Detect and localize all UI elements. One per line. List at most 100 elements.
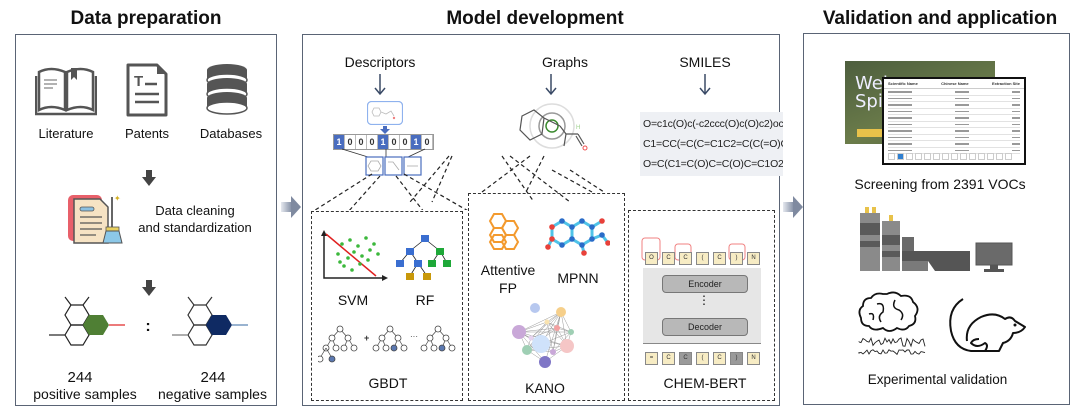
kano-node (539, 356, 551, 368)
model-label-attentive-fp-line2: FP (499, 280, 517, 296)
table-row (888, 102, 1020, 109)
fingerprint-bit: 0 (356, 135, 367, 149)
section-title-data-preparation: Data preparation (70, 8, 222, 29)
svg-text:✦: ✦ (114, 194, 121, 203)
decoder-block: Decoder (662, 318, 748, 336)
svm-point (356, 244, 360, 248)
graph-models-box (468, 193, 625, 401)
kano-node (532, 335, 550, 353)
token: ) (730, 352, 743, 365)
database-icon (206, 64, 248, 115)
gbdt-node (400, 344, 408, 352)
source-label-databases: Databases (199, 126, 263, 141)
svm-point (368, 248, 372, 252)
gbdt-node (336, 325, 344, 333)
data-cleaning-icon: ✦ (68, 194, 123, 244)
website-button (857, 129, 887, 137)
token: N (747, 252, 760, 265)
dashed-connectors (314, 155, 605, 210)
cleaning-label-line2: and standardization (138, 220, 252, 235)
table-row (888, 128, 1020, 135)
model-label-mpnn: MPNN (557, 270, 599, 286)
section-title-model-development: Model development (446, 8, 624, 29)
positive-count: 244 (67, 369, 93, 386)
gbdt-node (382, 344, 390, 352)
pagination-item (906, 153, 913, 160)
gbdt-node (442, 334, 450, 342)
mpnn-atom (549, 236, 555, 242)
column-header-smiles: SMILES (679, 54, 731, 70)
token: ) (730, 252, 743, 265)
mpnn-atom (549, 224, 555, 230)
encoder-block: Encoder (662, 275, 748, 293)
mpnn-atom (559, 218, 565, 224)
smiles-models-box (628, 210, 775, 401)
svm-point (366, 258, 370, 262)
brain-eeg-icon (858, 291, 926, 356)
mpnn-atom (545, 244, 551, 250)
descriptor-molecule-icon (367, 101, 403, 125)
token: O (645, 252, 658, 265)
table-row (888, 115, 1020, 122)
mpnn-atom (605, 240, 610, 246)
kano-node (556, 307, 566, 317)
gbdt-node (434, 325, 442, 333)
pagination-item (987, 153, 994, 160)
smiles-line: O=C(C1=C(O)C=C(O)C=C1O2)C(O) (643, 158, 783, 170)
source-label-patents: Patents (124, 126, 170, 141)
token: ( (696, 252, 709, 265)
svm-plot-icon (321, 230, 388, 281)
fingerprint-bit: 1 (334, 135, 345, 149)
gbdt-node (350, 344, 358, 352)
table-header: Scientific Name (888, 81, 918, 86)
table-header: Extraction Site (991, 81, 1020, 86)
pagination-item (888, 153, 895, 160)
attentive-fp-molecule-icon (488, 213, 520, 250)
svm-point (358, 262, 362, 266)
kano-node (530, 303, 540, 313)
pagination-item (915, 153, 922, 160)
document-icon: T (126, 63, 168, 117)
table-header: Chinese Name (941, 81, 969, 86)
fingerprint-bit: 0 (367, 135, 378, 149)
gbdt-node (332, 344, 340, 352)
kano-node (522, 345, 532, 355)
gbdt-node (344, 334, 352, 342)
token: N (747, 352, 760, 365)
kano-node (560, 339, 574, 353)
svm-point (376, 252, 380, 256)
screening-label: Screening from 2391 VOCs (854, 176, 1026, 192)
model-label-rf: RF (415, 292, 435, 308)
svm-point (342, 264, 346, 268)
kano-node (550, 349, 556, 355)
fingerprint-bit: 0 (345, 135, 356, 149)
table-row (888, 96, 1020, 102)
fingerprint-bit: 0 (422, 135, 433, 149)
table-row (888, 135, 1020, 141)
kano-node (554, 325, 560, 331)
negative-label: negative samples (158, 386, 267, 402)
gbdt-node (438, 344, 446, 352)
token: C (679, 252, 692, 265)
token: C (679, 352, 692, 365)
down-arrow-icon (545, 74, 557, 96)
ratio-separator: : (145, 318, 151, 335)
table-row (888, 89, 1020, 96)
source-label-literature: Literature (38, 126, 94, 141)
svm-point (360, 254, 364, 258)
svg-text:T: T (134, 73, 143, 90)
column-header-graphs: Graphs (542, 54, 588, 70)
gbdt-trees-icon: +··· (318, 325, 456, 363)
gbdt-node (390, 344, 398, 352)
negative-molecule-icon (172, 296, 248, 346)
kano-node (568, 329, 574, 335)
svm-point (364, 236, 368, 240)
pagination-item (942, 153, 949, 160)
model-label-attentive-fp-line1: Attentive (480, 262, 536, 278)
experimental-validation-label: Experimental validation (867, 372, 1008, 387)
fingerprint-bit: 1 (411, 135, 422, 149)
mpnn-atom (599, 232, 605, 238)
svg-text:···: ··· (410, 332, 418, 341)
pagination-item (933, 153, 940, 160)
